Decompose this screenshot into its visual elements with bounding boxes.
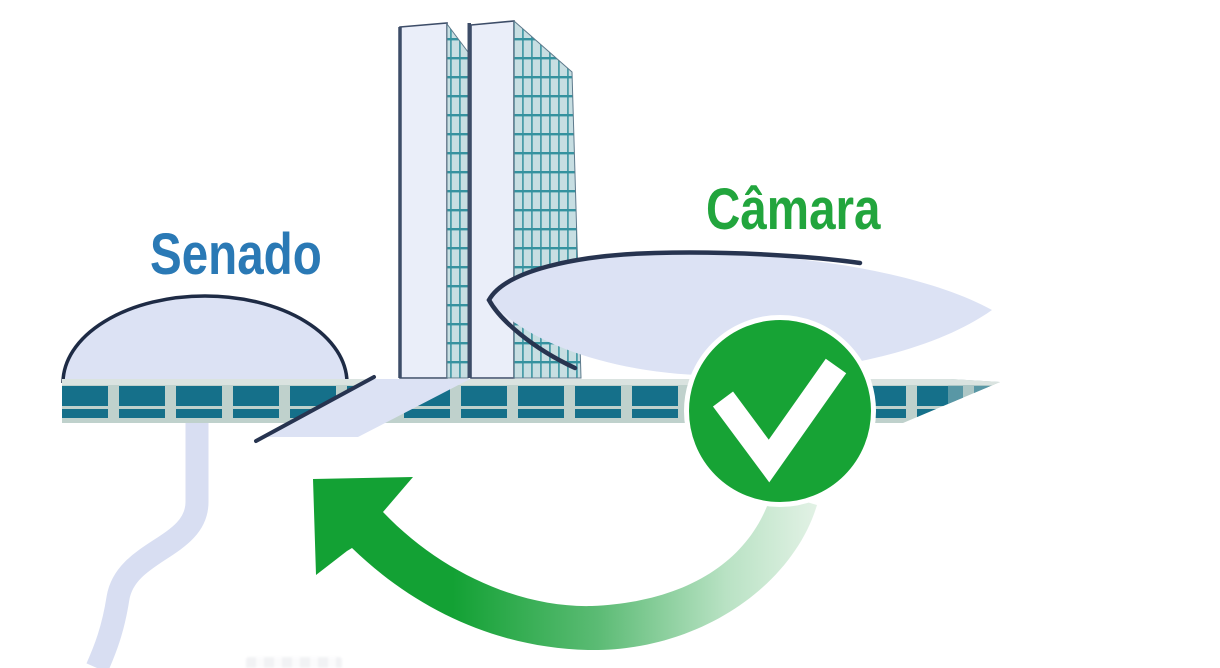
access-ramp: [254, 375, 470, 443]
chamber-bowl: [486, 250, 992, 376]
camara-label: Câmara: [706, 177, 881, 242]
check-circle-bg: [684, 315, 876, 507]
senado-label: Senado: [150, 222, 322, 287]
checkmark-glyph: [712, 358, 847, 483]
railing-row-lower: [62, 409, 997, 418]
cropped-text-remnant: [246, 657, 342, 668]
ramp-edge: [254, 375, 376, 443]
tower-left-front: [399, 22, 448, 379]
platform-top-edge: [62, 379, 1000, 385]
ramp-surface: [263, 379, 470, 437]
check-circle-icon: [684, 315, 876, 507]
platform-tip-highlight: [948, 379, 1000, 423]
senate-dome: [61, 294, 349, 384]
chamber-bowl-fill: [489, 252, 992, 376]
towers-divider: [467, 23, 471, 378]
tower-left-glass: [446, 22, 469, 379]
chamber-bowl-rim: [486, 250, 863, 371]
curved-return-arrow-icon: [313, 477, 817, 651]
road-curve: [86, 418, 209, 668]
